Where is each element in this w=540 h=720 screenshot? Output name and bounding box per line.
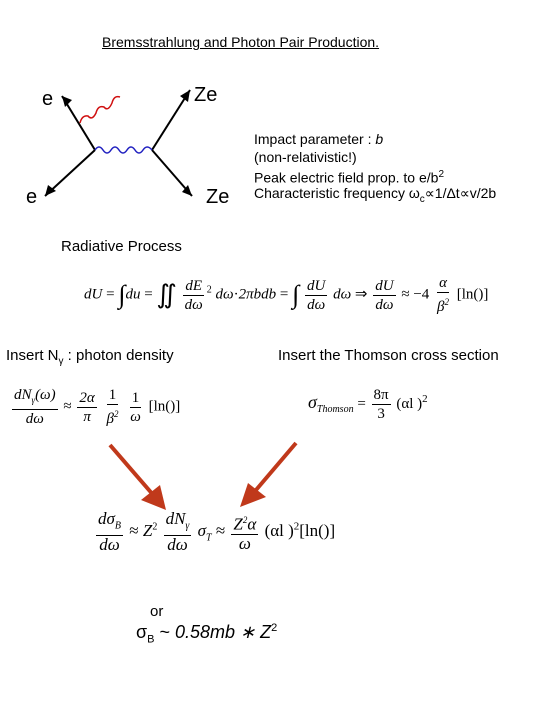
- insert-thomson-heading: Insert the Thomson cross section: [278, 347, 499, 364]
- impact-parameter-line: Impact parameter : b: [254, 131, 384, 147]
- arrow-left-head: [141, 485, 166, 510]
- arrow-right-shaft: [254, 441, 298, 492]
- or-label: or: [150, 603, 164, 620]
- arrowhead-ze-bottom: [182, 185, 192, 196]
- arrowhead-ze-top: [180, 90, 190, 102]
- page-title: Bremsstrahlung and Photon Pair Productio…: [102, 34, 380, 50]
- peak-field-line: Peak electric field prop. to e/b2: [254, 169, 444, 186]
- label-ze-top: Ze: [194, 84, 218, 106]
- electron-line-bottom: [44, 149, 96, 197]
- label-ze-bottom: Ze: [206, 186, 230, 208]
- arrowhead-e-top: [62, 96, 72, 107]
- virtual-photon: [94, 146, 153, 154]
- arrowhead-e-bottom: [45, 185, 56, 196]
- electron-line-top: [61, 95, 96, 151]
- arrow-right-head: [240, 483, 266, 507]
- sigma-b-estimate: σB ~ 0.58mb ∗ Z2: [136, 622, 278, 646]
- characteristic-frequency-line: Characteristic frequency ωc∝1/Δt∝v/2b: [254, 185, 497, 205]
- insert-photon-density-heading: Insert Nγ : photon density: [6, 347, 174, 367]
- radiative-process-heading: Radiative Process: [61, 238, 182, 255]
- label-e-bottom: e: [26, 186, 38, 208]
- arrow-left-shaft: [108, 443, 157, 499]
- nucleus-line-top: [151, 89, 191, 151]
- real-photon: [79, 95, 121, 124]
- non-relativistic-line: (non-relativistic!): [254, 149, 357, 165]
- label-e-top: e: [42, 88, 54, 110]
